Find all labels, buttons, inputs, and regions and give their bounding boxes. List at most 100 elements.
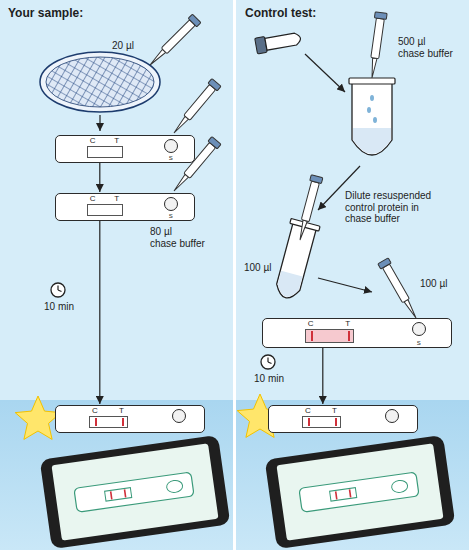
clock-icon-part [58,290,62,292]
label-holder: 100 µl [244,262,271,274]
result-window [87,204,123,216]
smartphone [265,435,456,549]
pipette-part [301,181,319,222]
open-tube-part [370,95,374,101]
step-arrow [305,54,345,92]
pipette-part [310,175,323,184]
open-tube-part [353,128,391,154]
sample-well [164,197,178,211]
smartphone-part [166,479,184,493]
panel-ground-part [236,400,469,550]
pipette-part [188,14,201,27]
pipette-part [371,18,384,59]
smartphone-part [125,489,126,497]
line-letter: T [332,407,337,415]
step-panel: Your sample:CTSCTSCT [0,0,233,550]
test-cassette: C T S [262,318,452,348]
well-letter: S [417,340,421,346]
dilution-tube-part [275,271,302,300]
time-label: 10 min [44,301,74,313]
open-tube-part [367,107,371,113]
line-letter: T [119,407,124,415]
text-holder: S [417,340,421,346]
text-holder: S [169,155,173,161]
smartphone-part [276,443,443,540]
pipette [146,14,201,69]
smartphone-part [265,435,456,549]
label-holder: Dilute resuspended control protein in ch… [345,190,439,225]
text-holder: T [114,137,119,145]
step-panel: Control test:CTSCT [236,0,469,550]
text-holder: Your sample: [8,7,83,19]
pipette-part [208,137,221,149]
panel-heading: Your sample: [8,7,83,19]
well-letter: S [169,213,173,219]
text-holder: C [305,407,311,415]
clock-icon-part [261,355,275,369]
smartphone [40,435,231,549]
step-arrow [99,221,100,404]
pipette-part [172,116,188,134]
volume-label: 100 µl [420,278,447,290]
line-letter: C [305,407,311,415]
time-label: 10 min [254,373,284,385]
smartphone-part [330,488,357,502]
open-tube [349,78,395,155]
label-holder: 20 µl [112,40,134,52]
petri-dish-part [40,52,160,112]
label-text: Dilute resuspended control protein in ch… [345,190,431,224]
clock-icon-part [267,358,268,363]
well-letter: S [169,155,173,161]
capped-tube [255,30,302,54]
text-holder: Control test: [245,7,316,19]
smartphone-part [74,472,194,512]
volume-label: 500 µl chase buffer [398,36,460,59]
petri-dish-part [46,57,154,107]
pipette-part [370,58,377,78]
panel-ground-part [236,0,469,400]
line-letter: C [308,320,314,328]
smartphone-part [111,491,112,499]
label-holder: 100 µl [420,278,447,290]
pipette-part [172,174,188,192]
pipette-part [208,79,221,91]
petri-dish [40,52,160,112]
text-holder: T [345,320,350,328]
volume-label: 80 µl chase buffer [150,226,212,249]
sample-well [412,322,426,336]
panel-ground-part [0,0,233,400]
test-line [308,418,310,426]
sample-well [385,409,399,423]
text-holder: T [119,407,124,415]
text-holder: C [308,320,314,328]
step-arrow [318,278,372,292]
pipette-part [148,49,165,66]
result-window [305,329,354,343]
text-holder: C [90,195,96,203]
clock-icon [261,355,275,369]
wrap-spacer [184,226,212,227]
open-tube-part [373,117,377,123]
label-text: 500 µl chase buffer [398,36,453,59]
test-line [311,331,313,341]
volume-label: Dilute resuspended control protein in ch… [345,190,439,225]
test-line [95,418,97,426]
pipette [378,258,421,321]
dilution-tube-part [274,224,316,301]
test-cassette: CTS [55,135,195,163]
pipette [294,175,323,242]
test-cassette: CT [268,405,418,433]
panel-heading: Control test: [245,7,316,19]
smartphone-part [105,488,132,502]
text-holder: S [169,213,173,219]
label-text: 80 µl chase buffer [150,226,205,249]
line-letter: T [345,320,350,328]
pipette [366,12,387,79]
clock-icon [51,283,65,297]
line-letter: T [114,137,119,145]
smartphone-part [51,443,218,540]
